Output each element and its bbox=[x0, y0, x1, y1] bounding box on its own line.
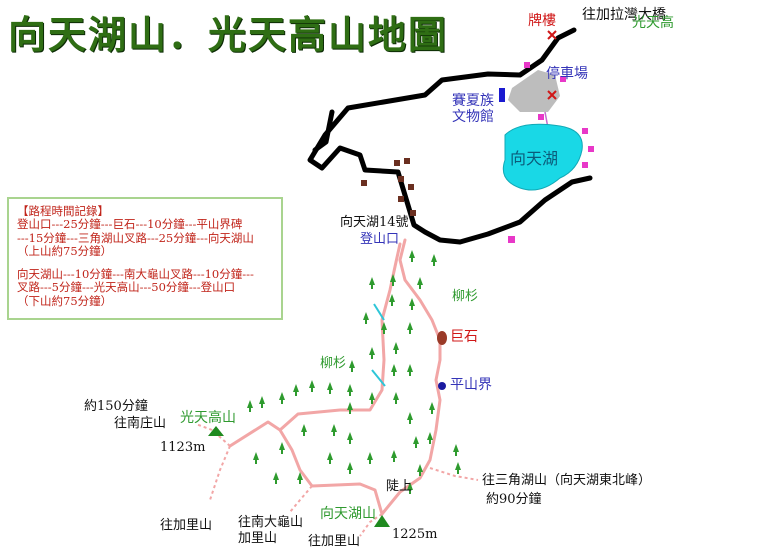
tree-icon bbox=[293, 384, 299, 396]
tree-icon bbox=[427, 432, 433, 444]
tree-icon bbox=[253, 452, 259, 464]
tree-icon bbox=[349, 360, 355, 372]
lake-label: 向天湖 bbox=[510, 149, 559, 168]
pingshan-boundary-label: 平山界 bbox=[450, 377, 492, 393]
museum-label-1: 賽夏族 bbox=[452, 93, 494, 109]
paifang-label: 牌樓 bbox=[528, 13, 556, 29]
tree-icon bbox=[413, 436, 419, 448]
tree-icon bbox=[409, 250, 415, 262]
tree-icon bbox=[347, 402, 353, 414]
tree-icon bbox=[301, 424, 307, 436]
elev-1123-label: 1123m bbox=[160, 440, 206, 455]
tree-icon bbox=[259, 396, 265, 408]
tree-icon bbox=[247, 400, 253, 412]
to-nandagui-label-1: 往南大龜山 bbox=[238, 515, 304, 530]
side-road bbox=[312, 109, 335, 153]
tree-icon bbox=[309, 380, 315, 392]
tree-icon bbox=[393, 342, 399, 354]
notes-line: （上山約75分鐘） bbox=[17, 244, 113, 259]
time-90-label: 約90分鐘 bbox=[486, 492, 542, 507]
tree-icon bbox=[327, 382, 333, 394]
museum-building bbox=[499, 88, 505, 102]
tree-icon bbox=[347, 462, 353, 474]
notes-line: 向天湖山---10分鐘---南大龜山叉路---10分鐘--- bbox=[17, 266, 254, 281]
tree-icon bbox=[369, 347, 375, 359]
paifang-marker bbox=[547, 30, 557, 100]
pingshan-boundary-marker bbox=[438, 382, 446, 390]
tree-icon bbox=[279, 392, 285, 404]
giant-rock-label: 巨石 bbox=[450, 329, 478, 345]
tree-icon bbox=[407, 482, 413, 494]
parking-label: 停車場 bbox=[546, 66, 588, 82]
house-no14-label: 向天湖14號 bbox=[340, 215, 409, 230]
tree-icon bbox=[391, 450, 397, 462]
notes-heading: 【路程時間記錄】 bbox=[17, 204, 109, 218]
tree-icon bbox=[453, 444, 459, 456]
cedar-label-right: 柳杉 bbox=[452, 289, 479, 304]
tree-icon bbox=[390, 274, 396, 286]
to-sanjiao-label: 往三角湖山（向天湖東北峰） bbox=[482, 473, 652, 488]
trailhead-label: 登山口 bbox=[360, 232, 400, 247]
tree-icon bbox=[431, 254, 437, 266]
main-road bbox=[307, 27, 593, 245]
to-jiali-left-label: 往加里山 bbox=[160, 518, 213, 533]
elev-1225-label: 1225m bbox=[392, 527, 438, 542]
museum-label-2: 文物館 bbox=[452, 109, 494, 125]
tree-icon bbox=[367, 452, 373, 464]
tree-icon bbox=[327, 452, 333, 464]
notes-line: （下山約75分鐘） bbox=[17, 293, 113, 308]
steep-label: 陡上 bbox=[386, 479, 413, 494]
cedar-label-left: 柳杉 bbox=[320, 356, 347, 371]
tree-icon bbox=[407, 412, 413, 424]
house-markers bbox=[361, 158, 416, 216]
streams bbox=[371, 303, 386, 387]
route-time-notes: 【路程時間記錄】 登山口---25分鐘---巨石---10分鐘---平山界碑 -… bbox=[7, 197, 283, 320]
tree-icon bbox=[331, 424, 337, 436]
to-nandagui-label-2: 加里山 bbox=[238, 531, 278, 546]
tree-icon bbox=[409, 298, 415, 310]
tree-icon bbox=[407, 322, 413, 334]
tree-icon bbox=[273, 472, 279, 484]
guangtiangao-peak-marker bbox=[208, 426, 224, 436]
notes-line: 叉路---5分鐘---光天高山---50分鐘---登山口 bbox=[17, 280, 236, 295]
tree-icon bbox=[455, 462, 461, 474]
tree-icon bbox=[297, 472, 303, 484]
time-150-label: 約150分鐘 bbox=[84, 399, 148, 414]
pink-markers bbox=[508, 62, 594, 243]
guangtiangao-top-label: 光天高 bbox=[632, 15, 674, 31]
forest-trees bbox=[247, 250, 461, 494]
giant-rock-marker bbox=[437, 331, 447, 345]
to-jiali-bottom-label: 往加里山 bbox=[308, 534, 361, 549]
notes-line: 登山口---25分鐘---巨石---10分鐘---平山界碑 bbox=[17, 217, 243, 232]
tree-icon bbox=[381, 322, 387, 334]
tree-icon bbox=[279, 442, 285, 454]
tree-icon bbox=[417, 277, 423, 289]
guangtiangao-peak-label: 光天高山 bbox=[180, 410, 236, 426]
notes-line: ---15分鐘---三角湖山叉路---25分鐘---向天湖山 bbox=[17, 230, 254, 245]
to-bridge-label: 往加拉灣大橋 bbox=[582, 7, 666, 23]
map-title: 向天湖山．光天高山地圖 bbox=[8, 13, 449, 57]
xiangtianhu-peak-label: 向天湖山 bbox=[320, 506, 376, 522]
tree-icon bbox=[363, 312, 369, 324]
tree-icon bbox=[429, 402, 435, 414]
tree-icon bbox=[389, 294, 395, 306]
tree-icon bbox=[369, 277, 375, 289]
tree-icon bbox=[369, 392, 375, 404]
tree-icon bbox=[393, 392, 399, 404]
tree-icon bbox=[347, 432, 353, 444]
tree-icon bbox=[391, 364, 397, 376]
to-nanzhuang-label: 往南庄山 bbox=[114, 416, 167, 431]
tree-icon bbox=[417, 464, 423, 476]
side-trails bbox=[195, 423, 479, 537]
xiangtianhu-peak-marker bbox=[374, 515, 390, 527]
parking-lot bbox=[508, 70, 560, 112]
tree-icon bbox=[407, 364, 413, 376]
xiangtian-lake bbox=[502, 123, 583, 191]
tree-icon bbox=[347, 384, 353, 396]
